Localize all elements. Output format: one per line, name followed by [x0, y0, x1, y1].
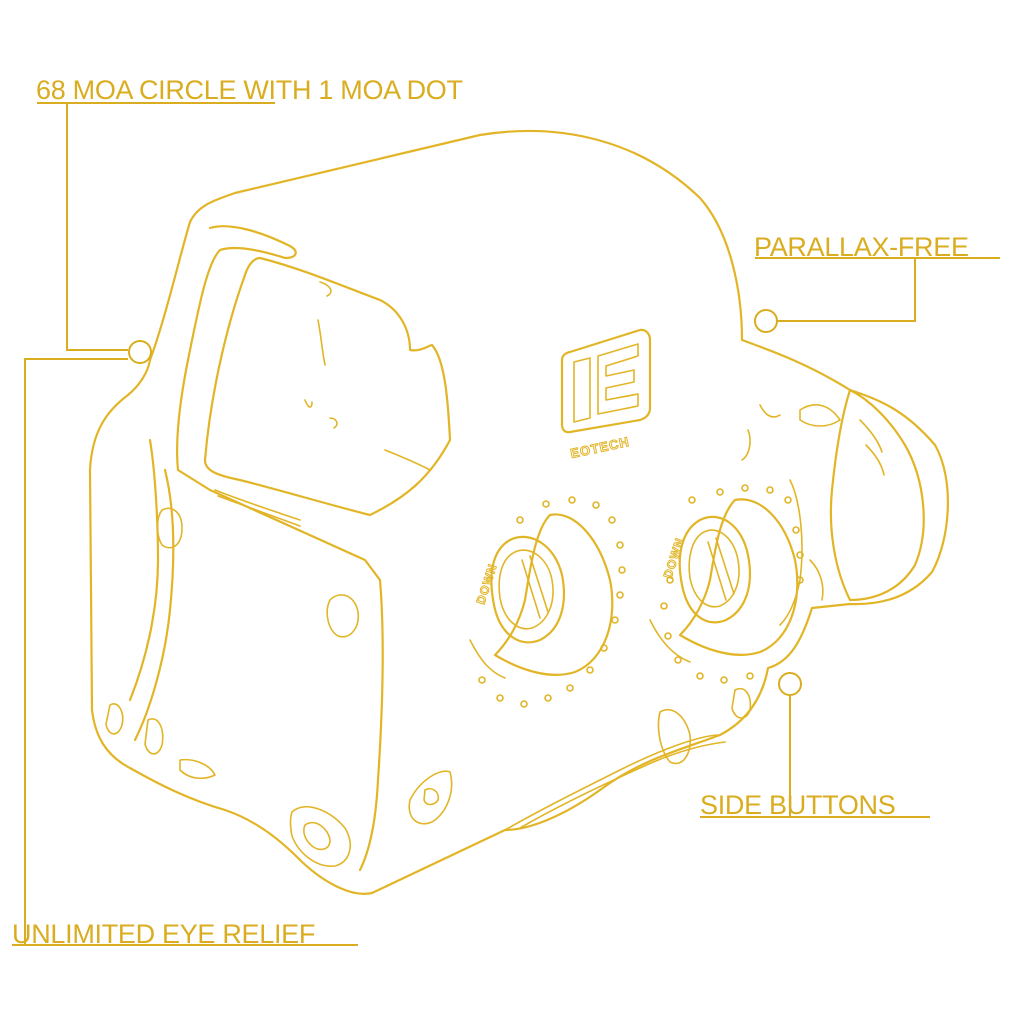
callout-ring-icon[interactable]: [754, 309, 778, 333]
side-panel: [128, 438, 175, 742]
knob-left-label: DOWN: [474, 562, 500, 606]
adjustment-knob-right: DOWN: [649, 484, 804, 684]
callout-label-parallax: PARALLAX-FREE: [754, 232, 969, 262]
battery-cap: [289, 806, 351, 867]
housing-outline: [88, 129, 949, 895]
callout-leaders: [12, 102, 1000, 946]
knob-left-detents: [478, 496, 626, 708]
eotech-logo-icon: EOTECH: [560, 328, 652, 462]
callout-label-moa: 68 MOA CIRCLE WITH 1 MOA DOT: [36, 75, 463, 105]
knob-right-label: DOWN: [661, 536, 687, 580]
knob-right-detents: [660, 484, 804, 684]
callout-label-buttons: SIDE BUTTONS: [700, 790, 895, 820]
callout-ring-icon[interactable]: [128, 340, 152, 364]
brand-text: EOTECH: [569, 434, 631, 461]
front-hood: [829, 388, 925, 602]
adjustment-knob-left: DOWN: [469, 496, 626, 708]
sight-body: [88, 129, 949, 895]
callout-label-eye: UNLIMITED EYE RELIEF: [12, 919, 315, 949]
callout-ring-icon[interactable]: [778, 672, 802, 696]
rear-window: [203, 256, 452, 517]
rear-window-frame: [176, 225, 384, 872]
